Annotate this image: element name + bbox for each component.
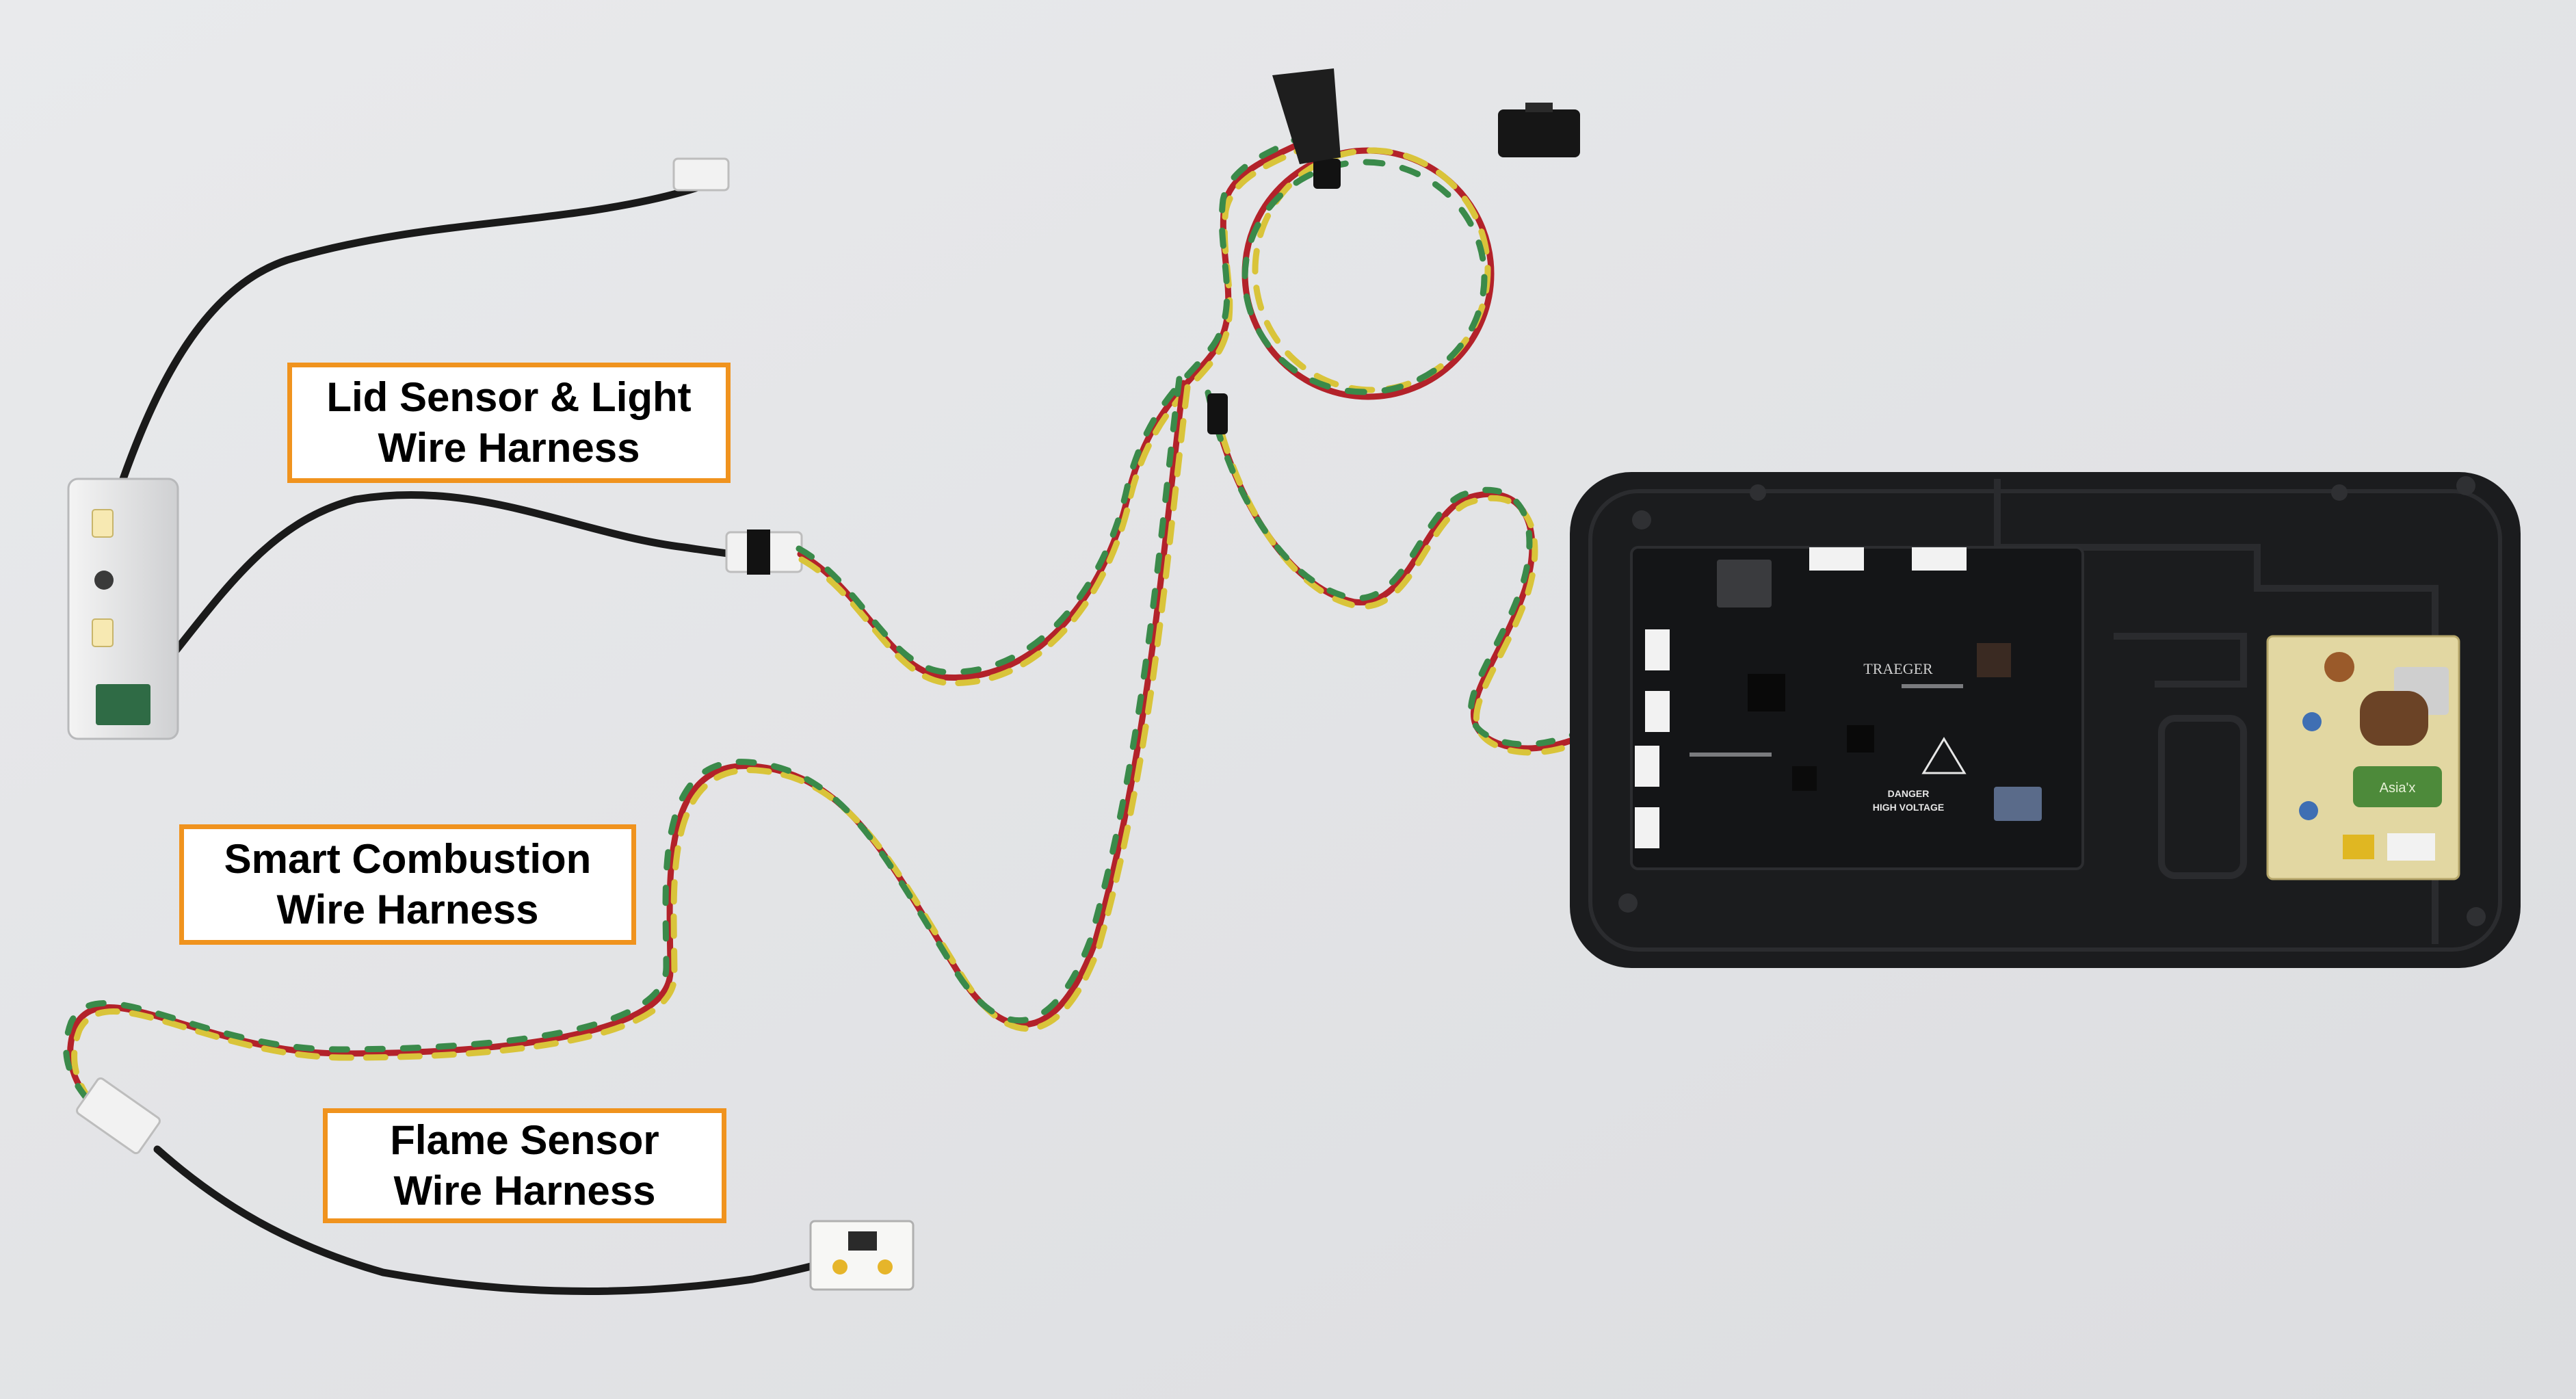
smart-combustion-label-line2: Wire Harness [276, 887, 539, 932]
power-connector-latch [1525, 103, 1553, 112]
lid-cable-upper [119, 172, 729, 483]
tray-hole-1 [1632, 510, 1651, 529]
smart-combustion-label-line1: Smart Combustion [224, 836, 592, 882]
flame-sensor-label-line2: Wire Harness [393, 1168, 656, 1214]
lid-sensor-light-housing [67, 478, 179, 740]
lid-connector-top [672, 157, 730, 192]
mcu-chip [1748, 674, 1785, 711]
tray-slot [2114, 633, 2247, 688]
lid-sensor-label-line1: Lid Sensor & Light [326, 374, 692, 420]
pcb-header-side-2 [1645, 691, 1670, 732]
flame-sensor-element-right [878, 1259, 893, 1274]
pcb-chip-2 [1847, 725, 1874, 753]
lid-sensor-pcb [96, 684, 150, 725]
power-connector-body [1498, 109, 1580, 157]
psu-blue-cap-1 [2302, 712, 2322, 731]
power-connector [1498, 103, 1580, 157]
board-branch-green [1205, 389, 1642, 748]
tray-cutout [2158, 715, 2247, 879]
pcb-header-1 [1809, 547, 1864, 571]
lid-sensor-harness [67, 157, 803, 740]
pcb-silk-2 [1902, 684, 1963, 688]
smart-combustion-callout: Smart Combustion Wire Harness [179, 824, 636, 945]
pcb-header-side-3 [1635, 746, 1659, 787]
board-brand: TRAEGER [1863, 660, 1933, 677]
lid-sensor-callout: Lid Sensor & Light Wire Harness [287, 363, 731, 483]
twisted-main-harness [63, 68, 1648, 1136]
tray-hole-3 [1618, 893, 1638, 913]
pcb-silk-1 [1690, 753, 1772, 757]
lid-connector-mid-band [747, 529, 770, 575]
harness-clip-2 [1313, 159, 1341, 189]
harness-clip-1 [1207, 393, 1228, 434]
trunk-wire-yellow [798, 146, 1304, 686]
warning-line2: HIGH VOLTAGE [1873, 802, 1944, 813]
pcb-header-2 [1912, 547, 1967, 571]
relay-block [1994, 787, 2042, 821]
trunk-wire-green [796, 135, 1302, 675]
flame-sensor-label-line1: Flame Sensor [390, 1117, 659, 1163]
psu-coil [2360, 691, 2428, 746]
psu-capacitor [2353, 766, 2442, 807]
lid-sensor-lens [94, 571, 114, 590]
combustion-wire-yellow [71, 384, 1191, 1136]
tray-hole-6 [2331, 484, 2348, 501]
tray-hole-2 [2456, 476, 2475, 495]
warning-line1: DANGER [1888, 788, 1930, 799]
lid-cable-lower [167, 491, 750, 661]
harness-coil-green [1241, 159, 1488, 395]
board-tray-inner-edge [1588, 489, 2502, 952]
psu-output-header [2387, 833, 2435, 861]
flame-sensor-callout: Flame Sensor Wire Harness [323, 1108, 726, 1223]
psu-blue-cap-2 [2299, 801, 2318, 820]
tray-hole-4 [2467, 907, 2486, 926]
pcb-chip-3 [1977, 643, 2011, 677]
flame-sensor-element-left [832, 1259, 847, 1274]
psu-inductor [2324, 652, 2354, 682]
flame-sensor-chip [848, 1231, 877, 1251]
harness-tape-tab [1272, 68, 1341, 164]
harness-coil-yellow [1252, 147, 1491, 393]
combustion-wire-green [63, 376, 1183, 1128]
psu-yellow-cap [2343, 835, 2374, 859]
lid-light-led-bottom [92, 618, 114, 647]
tray-hole-5 [1750, 484, 1766, 501]
wifi-module [1717, 560, 1772, 607]
pcb-header-side-4 [1635, 807, 1659, 848]
pcb-header-side-1 [1645, 629, 1670, 670]
lid-light-led-top [92, 509, 114, 538]
flame-sensor-harness [76, 1077, 915, 1295]
flame-cable [153, 1145, 818, 1295]
combustion-connector [76, 1077, 161, 1155]
controller-board-assembly: TRAEGER DANGER HIGH VOLTAGE Asia'x [1570, 472, 2521, 968]
lid-sensor-label-line2: Wire Harness [378, 425, 640, 471]
high-voltage-icon [1921, 737, 1967, 774]
capacitor-label: Asia'x [2380, 781, 2416, 796]
pcb-chip-4 [1792, 766, 1817, 791]
